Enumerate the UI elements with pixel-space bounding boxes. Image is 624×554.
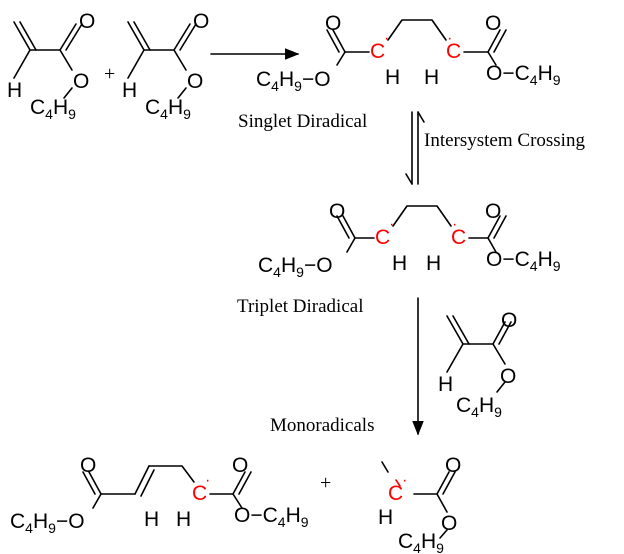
radical-carbon: C [192,482,207,505]
label-singlet-diradical: Singlet Diradical [238,111,367,132]
hydrogen-atom: H [7,79,22,102]
butyl-ether-left: C4H9−O [256,68,331,94]
hydrogen-atom: H [385,66,400,89]
oxygen-atom: O [187,70,203,93]
singlet-diradical-structure: O O C · C · H H C4H9−O O−C4H9 [256,12,561,94]
butyl-ether-left: C4H9−O [10,510,85,536]
hydrogen-atom: H [426,252,441,275]
intersystem-crossing-arrows [405,111,425,185]
oxygen-atom: O [500,365,516,388]
oxygen-atom: O [485,12,501,35]
radical-carbon: C [446,40,461,63]
label-triplet-diradical: Triplet Diradical [237,296,363,317]
hydrogen-atom: H [144,508,159,531]
oxygen-atom: O [232,454,248,477]
plus-sign: + [320,472,331,494]
radical-dot: · [402,472,407,489]
radical-carbon: C [375,226,390,249]
oxygen-atom: O [441,512,457,535]
oxygen-atom: O [445,454,461,477]
label-monoradicals: Monoradicals [270,415,374,436]
triplet-diradical-structure: O O C · C · H H C4H9−O O−C4H9 [258,200,561,280]
radical-carbon: C [388,482,403,505]
butyl-group: C4H9 [145,96,191,122]
radical-dot: · [452,216,457,233]
butyl-ether-right: O−C4H9 [486,62,561,88]
oxygen-atom: O [325,12,341,35]
oxygen-atom: O [73,70,89,93]
hydrogen-atom: H [392,252,407,275]
hydrogen-atom: H [176,508,191,531]
monoradical-chain-structure: O O C · H H C4H9−O O−C4H9 [10,454,309,536]
radical-dot: · [447,30,452,47]
hydrogen-atom: H [122,79,137,102]
butyl-ether-right: O−C4H9 [486,248,561,274]
oxygen-atom: O [329,200,345,223]
butyl-ether-right: O−C4H9 [234,504,309,530]
radical-dot: · [205,472,210,489]
radical-carbon: C [370,40,385,63]
oxygen-atom: O [501,309,517,332]
butyl-ether-left: C4H9−O [258,254,333,280]
radical-dot: · [384,30,389,47]
oxygen-atom: O [193,10,209,33]
radical-carbon: C [451,226,466,249]
butyl-group: C4H9 [398,530,444,554]
plus-sign: + [104,63,115,85]
oxygen-atom: O [79,10,95,33]
hydrogen-atom: H [424,66,439,89]
monomer-butyl-acrylate-2: O O H C4H9 [122,10,209,122]
oxygen-atom: O [485,200,501,223]
monomer-butyl-acrylate-1: O O H C4H9 [7,10,95,122]
oxygen-atom: O [80,454,96,477]
monoradical-small-structure: O O C · H C4H9 [378,454,461,554]
hydrogen-atom: H [378,506,393,529]
butyl-group: C4H9 [30,96,76,122]
hydrogen-atom: H [438,373,453,396]
label-intersystem-crossing: Intersystem Crossing [424,130,585,151]
monomer-butyl-acrylate-3: O O H C4H9 [438,309,517,420]
radical-dot: · [389,216,394,233]
butyl-group: C4H9 [456,394,502,420]
